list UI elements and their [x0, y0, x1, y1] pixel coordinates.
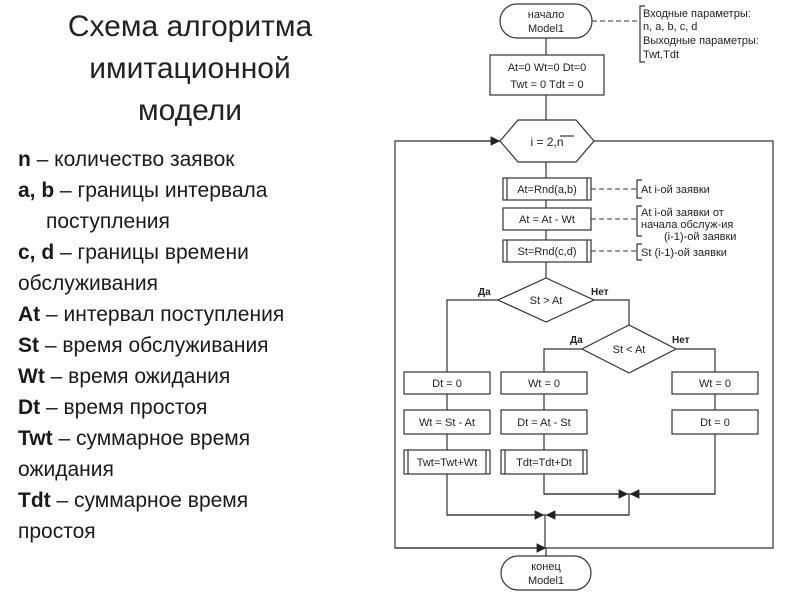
svg-text:Dt = At - St: Dt = At - St	[517, 417, 571, 429]
svg-text:At=0 Wt=0 Dt=0: At=0 Wt=0 Dt=0	[508, 62, 587, 74]
dt-calc-block: Dt = At - St	[500, 409, 588, 435]
cond2-yes-label: Да	[570, 335, 583, 346]
svg-text:At=Rnd(a,b): At=Rnd(a,b)	[517, 184, 577, 196]
wt-calc-block: Wt = St - At	[403, 409, 491, 435]
svg-text:n, a, b, c, d: n, a, b, c, d	[643, 21, 697, 33]
at-rnd-note: At i-ой заявки	[641, 184, 710, 196]
at-sub-block: At = At - Wt	[502, 207, 592, 231]
svg-text:Wt = St - At: Wt = St - At	[419, 417, 475, 429]
wt0-block-right: Wt = 0	[671, 371, 759, 395]
at-rnd-block: At=Rnd(a,b)	[502, 177, 592, 201]
legend-item-dt: Dt – время простоя	[18, 396, 208, 419]
wt0-block-middle: Wt = 0	[500, 371, 588, 395]
decision-st-gt-at: St > At	[496, 277, 596, 323]
cond1-no-label: Нет	[591, 287, 609, 298]
svg-text:Dt = 0: Dt = 0	[700, 417, 730, 429]
svg-text:Выходные параметры:: Выходные параметры:	[643, 35, 759, 47]
left-panel: Схема алгоритма имитационной модели n – …	[0, 0, 380, 600]
tdt-acc-block: Tdt=Tdt+Dt	[500, 449, 588, 475]
legend-item-n: n – количество заявок	[18, 148, 235, 171]
svg-text:Twt,Tdt: Twt,Tdt	[643, 49, 679, 61]
svg-text:начало: начало	[528, 9, 564, 21]
svg-text:конец: конец	[531, 561, 561, 573]
svg-text:Wt = 0: Wt = 0	[528, 378, 560, 390]
cond1-yes-label: Да	[478, 287, 491, 298]
st-rnd-block: St=Rnd(c,d)	[502, 239, 592, 263]
twt-acc-block: Twt=Twt+Wt	[403, 449, 491, 475]
svg-text:Twt=Twt+Wt: Twt=Twt+Wt	[417, 457, 478, 469]
flowchart-svg: начало Model1 Входные параметры: n, a, b…	[394, 3, 774, 591]
st-rnd-note: St (i-1)-ой заявки	[641, 247, 727, 259]
page-title: Схема алгоритма имитационной модели	[67, 10, 313, 127]
svg-text:At = At - Wt: At = At - Wt	[519, 214, 575, 226]
svg-text:Twt = 0 Tdt = 0: Twt = 0 Tdt = 0	[510, 79, 583, 91]
at-sub-note-2: начала обслуж-ия	[641, 219, 733, 231]
end-terminator: конец Model1	[500, 555, 592, 591]
svg-text:Tdt=Tdt+Dt: Tdt=Tdt+Dt	[516, 457, 572, 469]
flowchart: начало Model1 Входные параметры: n, a, b…	[385, 0, 800, 600]
legend-item-st: St – время обслуживания	[18, 334, 269, 357]
decision-st-lt-at: St < At	[580, 324, 678, 374]
loop-header: i = 2,n	[499, 119, 595, 163]
dt0-block-left: Dt = 0	[403, 371, 491, 395]
svg-text:Model1: Model1	[528, 575, 564, 587]
svg-text:Wt = 0: Wt = 0	[699, 378, 731, 390]
cond2-no-label: Нет	[672, 335, 690, 346]
svg-text:Dt = 0: Dt = 0	[432, 378, 462, 390]
svg-text:St=Rnd(c,d): St=Rnd(c,d)	[518, 246, 577, 258]
svg-text:St < At: St < At	[613, 344, 646, 356]
at-sub-note-1: At i-ой заявки от	[641, 207, 724, 219]
svg-text:Входные параметры:: Входные параметры:	[643, 8, 751, 20]
dt0-block-right: Dt = 0	[671, 409, 759, 435]
variable-legend: n – количество заявок a, b – границы инт…	[18, 144, 378, 547]
start-terminator: начало Model1	[499, 3, 593, 39]
legend-item-wt: Wt – время ожидания	[18, 365, 231, 388]
svg-text:i = 2,n: i = 2,n	[530, 135, 563, 149]
svg-text:Model1: Model1	[528, 23, 564, 35]
at-sub-note-3: (i-1)-ой заявки	[664, 231, 736, 243]
legend-item-at: At – интервал поступления	[18, 303, 285, 326]
init-block: At=0 Wt=0 Dt=0 Twt = 0 Tdt = 0	[489, 54, 605, 96]
svg-text:St > At: St > At	[530, 295, 563, 307]
params-note: Входные параметры: n, a, b, c, d Выходны…	[592, 5, 759, 63]
